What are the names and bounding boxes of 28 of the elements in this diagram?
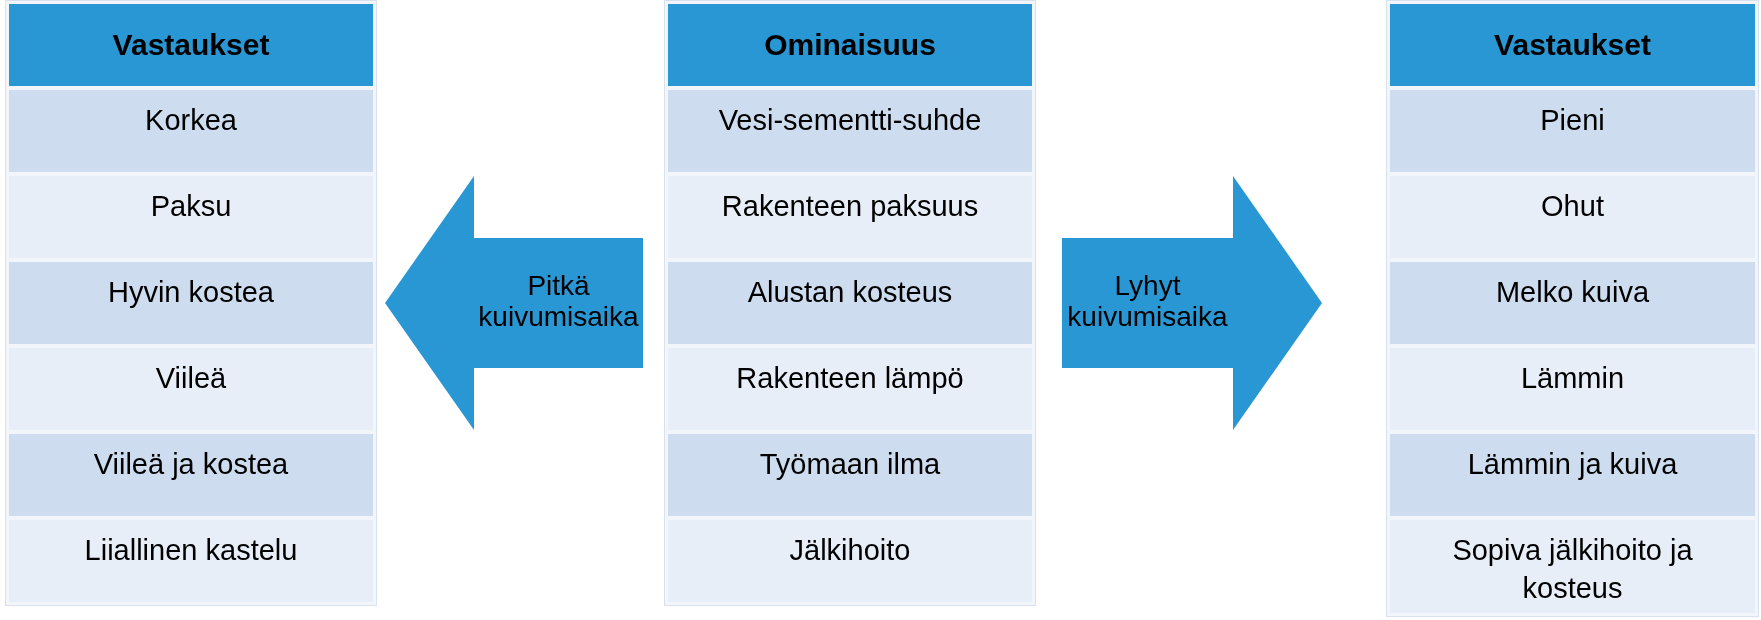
table-row: Liiallinen kastelu — [9, 520, 373, 602]
table — [664, 0, 1036, 606]
table-row: Jälkihoito — [668, 520, 1032, 602]
table-row: Pieni — [1390, 90, 1755, 172]
table-row: Vesi-sementti-suhde — [668, 90, 1032, 172]
table-row: Sopiva jälkihoito ja kosteus — [1390, 520, 1755, 614]
table-row: Hyvin kostea — [9, 262, 373, 344]
table-row: Rakenteen paksuus — [668, 176, 1032, 258]
table-row: Paksu — [9, 176, 373, 258]
table-row: Ohut — [1390, 176, 1755, 258]
table — [1386, 0, 1759, 618]
table-header: Vastaukset — [9, 4, 373, 86]
table-row: Lämmin — [1390, 348, 1755, 430]
table-header: Vastaukset — [1390, 4, 1755, 86]
table-row: Korkea — [9, 90, 373, 172]
table-row: Rakenteen lämpö — [668, 348, 1032, 430]
table-row: Työmaan ilma — [668, 434, 1032, 516]
table-row: Viileä — [9, 348, 373, 430]
table-row: Alustan kosteus — [668, 262, 1032, 344]
table-row: Melko kuiva — [1390, 262, 1755, 344]
table-row: Viileä ja kostea — [9, 434, 373, 516]
table-row: Lämmin ja kuiva — [1390, 434, 1755, 516]
block-arrow — [1062, 176, 1322, 430]
table-header: Ominaisuus — [668, 4, 1032, 86]
edge-label: Pitkä kuivumisaika — [477, 271, 640, 333]
edge-label: Lyhyt kuivumisaika — [1066, 271, 1229, 333]
block-arrow — [385, 176, 643, 430]
table — [5, 0, 377, 606]
